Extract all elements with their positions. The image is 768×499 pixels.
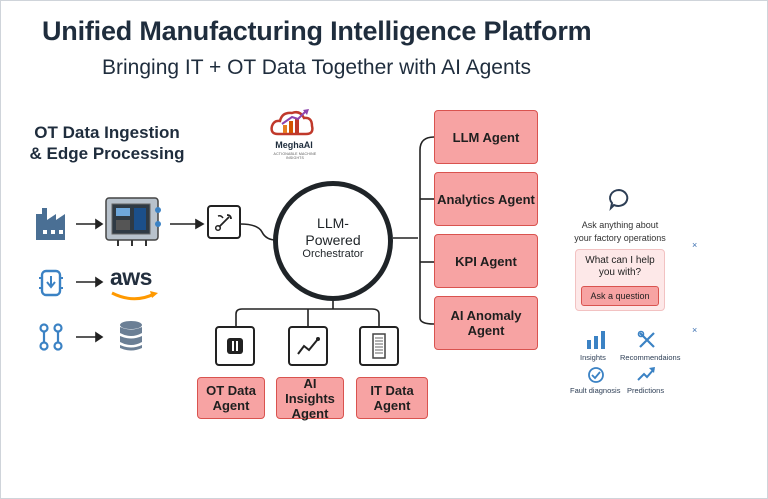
tools-icon — [214, 214, 232, 232]
agent-label: Agent — [467, 323, 505, 338]
close-icon[interactable]: × — [692, 240, 698, 250]
ingestion-heading-line2: & Edge Processing — [29, 144, 185, 163]
agent-label: KPI Agent — [455, 253, 517, 269]
trend-up-icon — [637, 367, 655, 381]
ingestion-arrows — [76, 218, 205, 343]
network-nodes-icon — [39, 323, 63, 351]
ingestion-heading: OT Data Ingestion & Edge Processing — [22, 122, 192, 164]
agent-label: AI Anomaly — [450, 308, 522, 323]
orchestrator-label-line1: LLM- — [317, 215, 349, 231]
orchestrator-label-line3: Orchestrator — [302, 248, 364, 260]
sensor-icon — [39, 269, 63, 297]
right-agent-tree — [393, 136, 435, 325]
edge-device-icon — [105, 197, 161, 246]
edge-connector-box — [207, 205, 241, 239]
orchestrator-circle — [273, 181, 393, 301]
server-rack-icon — [372, 333, 386, 359]
agent-label: AI Insights — [285, 375, 335, 406]
llm-agent-box: LLM Agent — [434, 110, 538, 164]
agent-label: Agent — [373, 398, 411, 413]
aws-smile-icon — [111, 291, 158, 301]
ask-question-button[interactable]: Ask a question — [581, 286, 659, 306]
meghaai-logo: MeghaAI ACTIONABLE MACHINE INSIGHTS — [264, 108, 334, 160]
agent-label: LLM Agent — [452, 129, 520, 145]
agent-label: Analytics Agent — [437, 191, 535, 207]
database-icon — [120, 321, 142, 351]
logo-tagline: ACTIONABLE MACHINE INSIGHTS — [273, 152, 317, 160]
chat-bubble-icon — [609, 188, 629, 212]
analytics-agent-box: Analytics Agent — [434, 172, 538, 226]
plug-icon — [227, 338, 243, 354]
assistant-prompt: Ask anything about your factory operatio… — [570, 219, 670, 245]
cloud-chart-logo-icon — [270, 109, 314, 136]
edge-to-orchestrator-line — [239, 223, 277, 241]
assistant-prompt-line2: your factory operations — [574, 233, 666, 243]
it-data-icon-box — [359, 326, 399, 366]
agent-label: OT Data — [206, 383, 256, 398]
tools-cross-icon — [637, 330, 655, 348]
help-question-line1: What can I help — [585, 255, 655, 266]
kpi-agent-box: KPI Agent — [434, 234, 538, 288]
bottom-agent-tree — [235, 301, 380, 326]
logo-name: MeghaAI — [275, 140, 313, 150]
assistant-prompt-line1: Ask anything about — [581, 220, 659, 230]
help-question: What can I help you with? — [576, 255, 664, 279]
trend-line-icon — [297, 337, 320, 355]
fault-diagnosis-label: Fault diagnosis — [570, 386, 621, 395]
agent-label: Agent — [291, 405, 329, 421]
agent-label: Agent — [212, 398, 250, 413]
ingestion-heading-line1: OT Data Ingestion — [34, 123, 180, 142]
bar-chart-icon — [587, 331, 605, 349]
check-circle-icon — [588, 367, 604, 383]
page-title: Unified Manufacturing Intelligence Platf… — [42, 16, 592, 46]
help-card: What can I help you with? Ask a question — [575, 249, 665, 311]
aws-logo-text: aws — [110, 264, 152, 290]
close-icon[interactable]: × — [692, 325, 698, 335]
factory-icon — [36, 208, 65, 240]
ot-data-icon-box — [215, 326, 255, 366]
recommendations-label: Recommendaions — [620, 353, 681, 362]
page-subtitle: Bringing IT + OT Data Together with AI A… — [102, 56, 532, 79]
ai-insights-icon-box — [288, 326, 328, 366]
orchestrator-label-line2: Powered — [305, 232, 361, 248]
help-question-line2: you with? — [598, 267, 642, 278]
predictions-label: Predictions — [627, 386, 665, 395]
insights-label: Insights — [580, 353, 606, 362]
agent-label: IT Data — [370, 383, 414, 398]
